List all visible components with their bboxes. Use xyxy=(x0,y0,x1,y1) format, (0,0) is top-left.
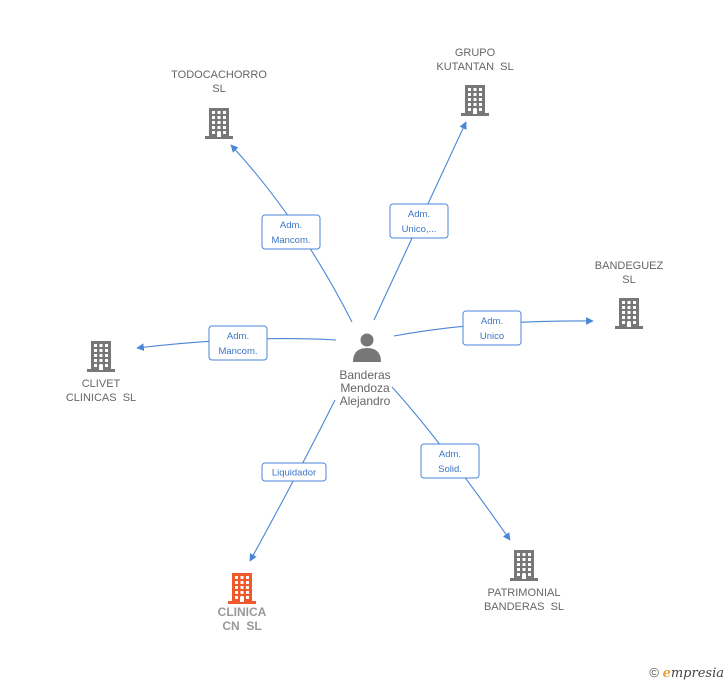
relation-text: Mancom. xyxy=(271,235,310,246)
company-name-line: BANDERAS SL xyxy=(484,601,564,613)
building-icon-highlight[interactable] xyxy=(228,573,256,604)
relation-text: Solid. xyxy=(438,464,462,475)
relation-label-grupo-kutantan[interactable]: Adm. Unico,... xyxy=(389,203,449,239)
relation-text: Mancom. xyxy=(218,346,257,357)
company-name-line: KUTANTAN SL xyxy=(436,61,513,73)
company-name-line: TODOCACHORRO xyxy=(171,69,267,81)
relation-label-patrimonial-banderas[interactable]: Adm. Solid. xyxy=(420,443,480,479)
relation-text: Liquidador xyxy=(272,468,316,479)
brand-initial: e xyxy=(662,666,671,681)
footer-brand: © empresia xyxy=(649,665,724,681)
relation-text: Adm. xyxy=(481,316,503,327)
company-name-line: CN SL xyxy=(222,619,261,633)
building-icon[interactable] xyxy=(205,108,233,139)
building-icon[interactable] xyxy=(87,341,115,372)
building-icon[interactable] xyxy=(615,298,643,329)
company-label-todocachorro[interactable]: TODOCACHORRO SL xyxy=(171,69,267,95)
brand-name: mpresia xyxy=(670,666,724,681)
relation-text: Adm. xyxy=(227,331,249,342)
person-name-line: Alejandro xyxy=(340,394,391,408)
relation-text: Adm. xyxy=(408,209,430,220)
copyright-symbol: © xyxy=(649,665,659,680)
relation-label-clinica-cn[interactable]: Liquidador xyxy=(261,462,327,482)
company-name-line: SL xyxy=(212,83,225,95)
brand-logo[interactable]: empresia xyxy=(663,666,724,681)
relation-label-clivet-clinicas[interactable]: Adm. Mancom. xyxy=(208,325,268,361)
company-name-line: CLINICA xyxy=(218,605,267,619)
company-name-line: CLINICAS SL xyxy=(66,392,136,404)
person-name-line: Mendoza xyxy=(340,381,390,395)
building-icon[interactable] xyxy=(461,85,489,116)
person-name-line: Banderas xyxy=(339,368,390,382)
company-name-line: PATRIMONIAL xyxy=(488,587,561,599)
company-name-line: BANDEGUEZ xyxy=(595,260,664,272)
relation-text: Unico,... xyxy=(402,224,437,235)
relation-text: Adm. xyxy=(280,220,302,231)
person-icon[interactable] xyxy=(353,333,381,363)
relation-text: Adm. xyxy=(439,449,461,460)
company-name-line: CLIVET xyxy=(82,378,121,390)
company-label-patrimonial-banderas[interactable]: PATRIMONIAL BANDERAS SL xyxy=(484,587,564,613)
relation-label-bandeguez[interactable]: Adm. Unico xyxy=(462,310,522,346)
company-name-line: GRUPO xyxy=(455,47,496,59)
building-icon[interactable] xyxy=(510,550,538,581)
company-label-grupo-kutantan[interactable]: GRUPO KUTANTAN SL xyxy=(436,47,513,73)
relation-text: Unico xyxy=(480,331,504,342)
company-label-bandeguez[interactable]: BANDEGUEZ SL xyxy=(595,260,664,286)
company-label-clivet-clinicas[interactable]: CLIVET CLINICAS SL xyxy=(66,378,136,404)
relation-label-todocachorro[interactable]: Adm. Mancom. xyxy=(261,214,321,250)
company-name-line: SL xyxy=(622,274,635,286)
